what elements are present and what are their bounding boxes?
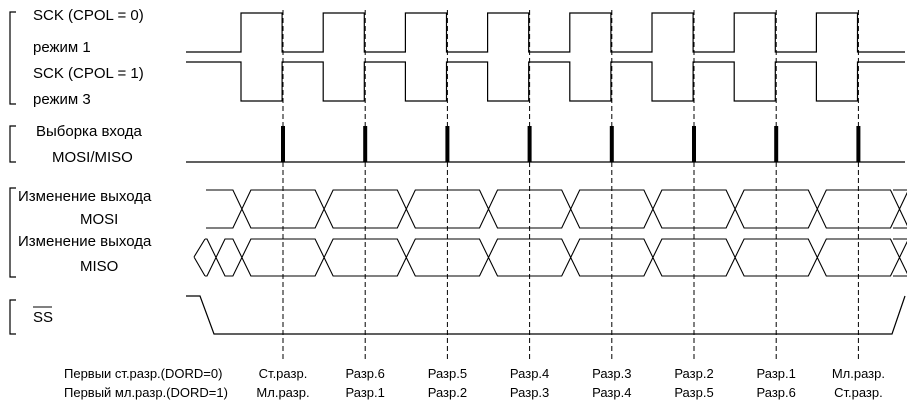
bit-label: Разр.2 — [674, 366, 713, 381]
bit-label: Разр.6 — [346, 366, 385, 381]
ss-label: SS — [33, 309, 53, 326]
miso-waveform — [193, 238, 907, 277]
bracket-sck — [9, 11, 16, 105]
footer-row1-caption: Первыи ст.разр.(DORD=0) — [64, 366, 222, 381]
label-brackets — [9, 11, 16, 335]
sck-mode1-title: SCK (CPOL = 0) — [33, 7, 144, 24]
sample-label-line1: Выборка входа — [36, 123, 143, 140]
mosi-label-line2: MOSI — [80, 211, 118, 228]
bracket-outputs — [9, 187, 16, 278]
bit-label: Разр.5 — [428, 366, 467, 381]
bit-label: Разр.2 — [428, 385, 467, 400]
footer-row2-caption: Первый мл.разр.(DORD=1) — [64, 385, 228, 400]
sck-mode3-title: SCK (CPOL = 1) — [33, 65, 144, 82]
bit-labels-row1: Ст.разр. Разр.6 Разр.5 Разр.4 Разр.3 Разр.2 Ра… — [259, 366, 885, 381]
sample-label-line2: MOSI/MISO — [52, 149, 133, 166]
sck-cpol1-waveform — [186, 61, 905, 102]
sck-mode3-subtitle: режим 3 — [33, 91, 91, 108]
bit-label: Разр.1 — [346, 385, 385, 400]
sck-cpol0-waveform — [186, 12, 905, 53]
signal-labels: SCK (CPOL = 0) режим 1 SCK (CPOL = 1) ре… — [18, 7, 152, 326]
sample-guides — [282, 10, 859, 360]
mosi-label-line1: Изменение выхода — [18, 188, 152, 205]
sck-mode1-subtitle: режим 1 — [33, 39, 91, 56]
bit-label: Ст.разр. — [259, 366, 308, 381]
bit-label: Мл.разр. — [832, 366, 885, 381]
bit-label: Разр.6 — [757, 385, 796, 400]
miso-label-line2: MISO — [80, 258, 118, 275]
bracket-sample — [9, 125, 16, 163]
bracket-ss — [9, 299, 16, 335]
bit-label: Разр.1 — [757, 366, 796, 381]
bit-order-footer: Первыи ст.разр.(DORD=0) Первый мл.разр.(… — [64, 366, 885, 400]
sample-strobes — [281, 126, 861, 162]
bit-label: Разр.5 — [674, 385, 713, 400]
bit-label: Мл.разр. — [256, 385, 309, 400]
miso-label-line1: Изменение выхода — [18, 233, 152, 250]
ss-waveform — [186, 295, 906, 335]
bit-label: Разр.4 — [510, 366, 549, 381]
bit-label: Разр.4 — [592, 385, 631, 400]
bit-label: Разр.3 — [510, 385, 549, 400]
bit-label: Разр.3 — [592, 366, 631, 381]
bit-labels-row2: Мл.разр. Разр.1 Разр.2 Разр.3 Разр.4 Разр.5 Ра… — [256, 385, 882, 400]
mosi-waveform — [206, 189, 907, 229]
bit-label: Ст.разр. — [834, 385, 883, 400]
